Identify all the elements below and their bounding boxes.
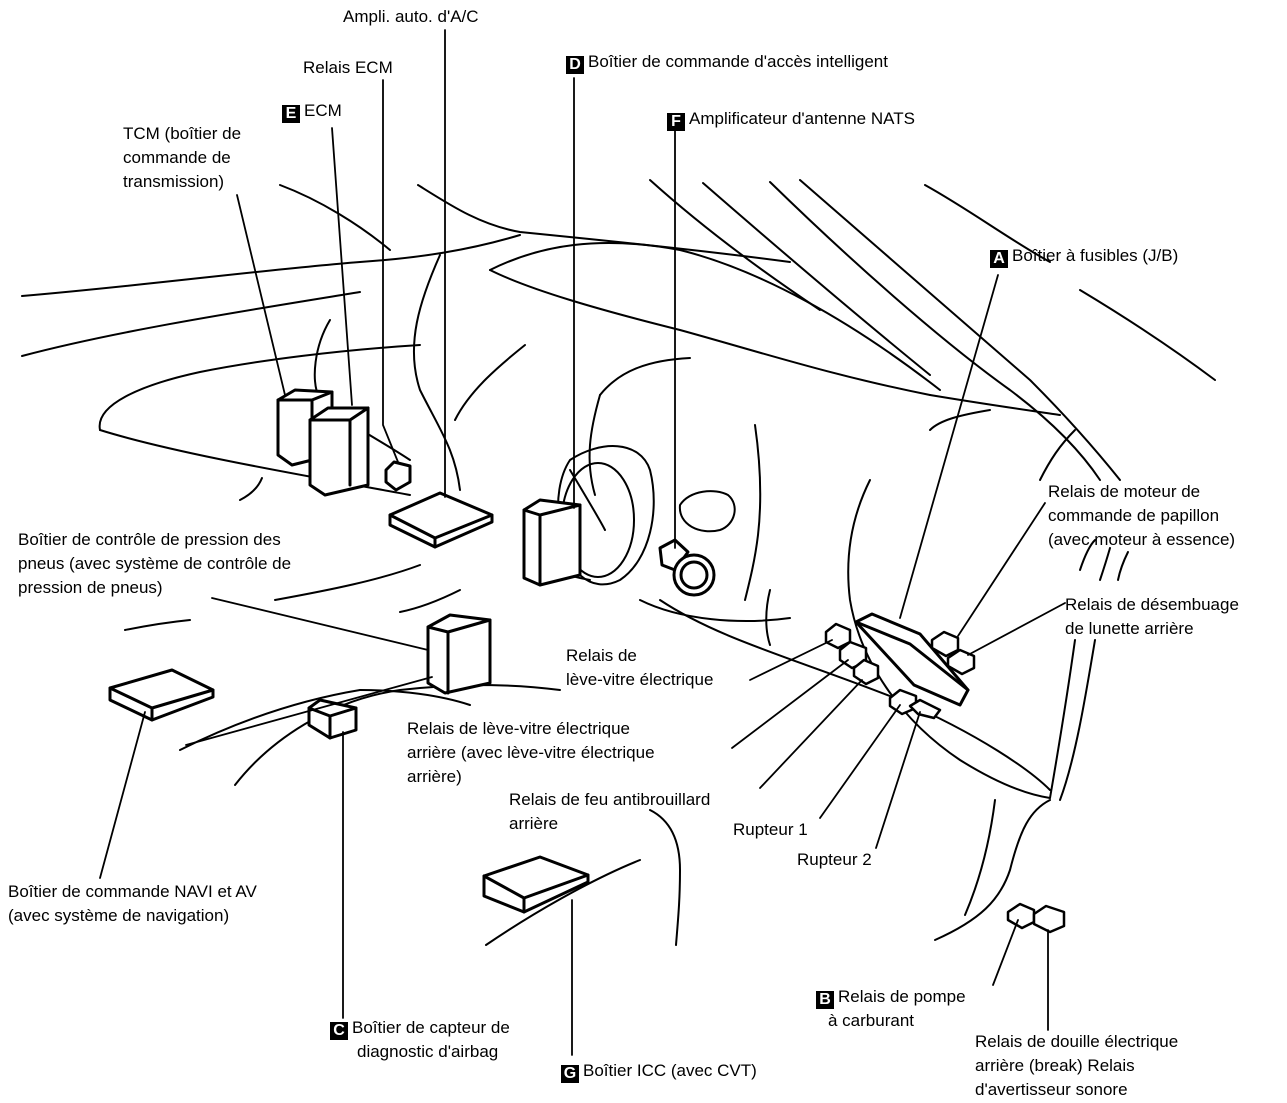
- ac-amp-unit: [388, 491, 494, 549]
- badge-d: D: [566, 56, 584, 74]
- label-defogger-line1: Relais de désembuage: [1065, 595, 1239, 614]
- airbag-sensor-unit: [307, 698, 358, 740]
- label-window-line2: lève-vitre électrique: [566, 670, 714, 689]
- tire-pressure-unit: [426, 613, 492, 695]
- label-rear-window-line3: arrière): [407, 767, 462, 786]
- label-navi-line1: Boîtier de commande NAVI et AV: [8, 882, 257, 901]
- label-fog-line2: arrière: [509, 814, 559, 833]
- label-intelligent-access-text: Boîtier de commande d'accès intelligent: [588, 52, 888, 71]
- label-tire-pressure-line3: pression de pneus): [18, 578, 163, 597]
- label-tire-pressure: Boîtier de contrôle de pression des pneu…: [18, 528, 291, 600]
- label-tcm-line1: TCM (boîtier de: [123, 124, 242, 143]
- label-defogger-relay: Relais de désembuage de lunette arrière: [1065, 593, 1239, 641]
- badge-a: A: [990, 250, 1008, 268]
- label-fuel-line2: à carburant: [828, 1011, 914, 1030]
- label-nats-text: Amplificateur d'antenne NATS: [689, 109, 915, 128]
- label-socket-line2: arrière (break) Relais: [975, 1056, 1135, 1075]
- label-navi-line2: (avec système de navigation): [8, 906, 230, 925]
- label-fuel-text1: Relais de pompe: [838, 987, 966, 1006]
- label-ecm-relay: Relais ECM: [303, 58, 393, 77]
- label-window-relay: Relais de lève-vitre électrique: [566, 644, 758, 692]
- icc-unit: [482, 855, 590, 914]
- relay-cluster: [824, 622, 1066, 934]
- fuse-box-unit: [854, 612, 970, 707]
- label-socket-relay: Relais de douille électrique arrière (br…: [975, 1030, 1178, 1102]
- nats-antenna-amp: [658, 538, 716, 597]
- label-airbag-text1: Boîtier de capteur de: [352, 1018, 510, 1037]
- label-tire-pressure-line1: Boîtier de contrôle de pression des: [18, 530, 281, 549]
- label-defogger-line2: de lunette arrière: [1065, 619, 1194, 638]
- label-rear-window-line2: arrière (avec lève-vitre électrique: [407, 743, 655, 762]
- label-breaker-1: Rupteur 1: [733, 820, 808, 839]
- label-fog-relay: Relais de feu antibrouillard arrière: [509, 788, 710, 836]
- label-ecm-text: ECM: [304, 101, 342, 120]
- label-fog-line1: Relais de feu antibrouillard: [509, 790, 711, 809]
- label-throttle-relay: Relais de moteur de commande de papillon…: [1048, 480, 1235, 552]
- badge-g: G: [561, 1065, 579, 1083]
- label-tcm-line2: commande de: [123, 148, 231, 167]
- label-socket-line1: Relais de douille électrique: [975, 1032, 1179, 1051]
- leader-lines: [99, 29, 1066, 1056]
- label-tire-pressure-line2: pneus (avec système de contrôle de: [18, 554, 292, 573]
- badge-c: C: [330, 1022, 348, 1040]
- label-throttle-line1: Relais de moteur de: [1048, 482, 1201, 501]
- intelligent-access-unit: [522, 498, 582, 587]
- ecm-relay: [384, 460, 412, 492]
- label-fuse-box-text: Boîtier à fusibles (J/B): [1012, 246, 1179, 265]
- label-breaker-2: Rupteur 2: [797, 850, 872, 869]
- badge-e: E: [282, 105, 300, 123]
- badge-f: F: [667, 113, 685, 131]
- label-socket-line3: d'avertisseur sonore: [975, 1080, 1128, 1099]
- label-rear-window-relay: Relais de lève-vitre électrique arrière …: [407, 717, 655, 789]
- label-throttle-line2: commande de papillon: [1048, 506, 1220, 525]
- label-tcm: TCM (boîtier de commande de transmission…: [123, 122, 241, 194]
- label-rear-window-line1: Relais de lève-vitre électrique: [407, 719, 630, 738]
- label-ac-amp: Ampli. auto. d'A/C: [343, 7, 479, 26]
- label-tcm-line3: transmission): [123, 172, 225, 191]
- label-airbag-line2: diagnostic d'airbag: [357, 1042, 499, 1061]
- ecm-unit: [308, 406, 370, 497]
- label-icc-text: Boîtier ICC (avec CVT): [583, 1061, 757, 1080]
- label-navi: Boîtier de commande NAVI et AV (avec sys…: [8, 880, 257, 928]
- badge-b: B: [816, 991, 834, 1009]
- navi-av-unit: [108, 668, 215, 722]
- label-window-line1: Relais de: [566, 646, 637, 665]
- label-throttle-line3: (avec moteur à essence): [1048, 530, 1236, 549]
